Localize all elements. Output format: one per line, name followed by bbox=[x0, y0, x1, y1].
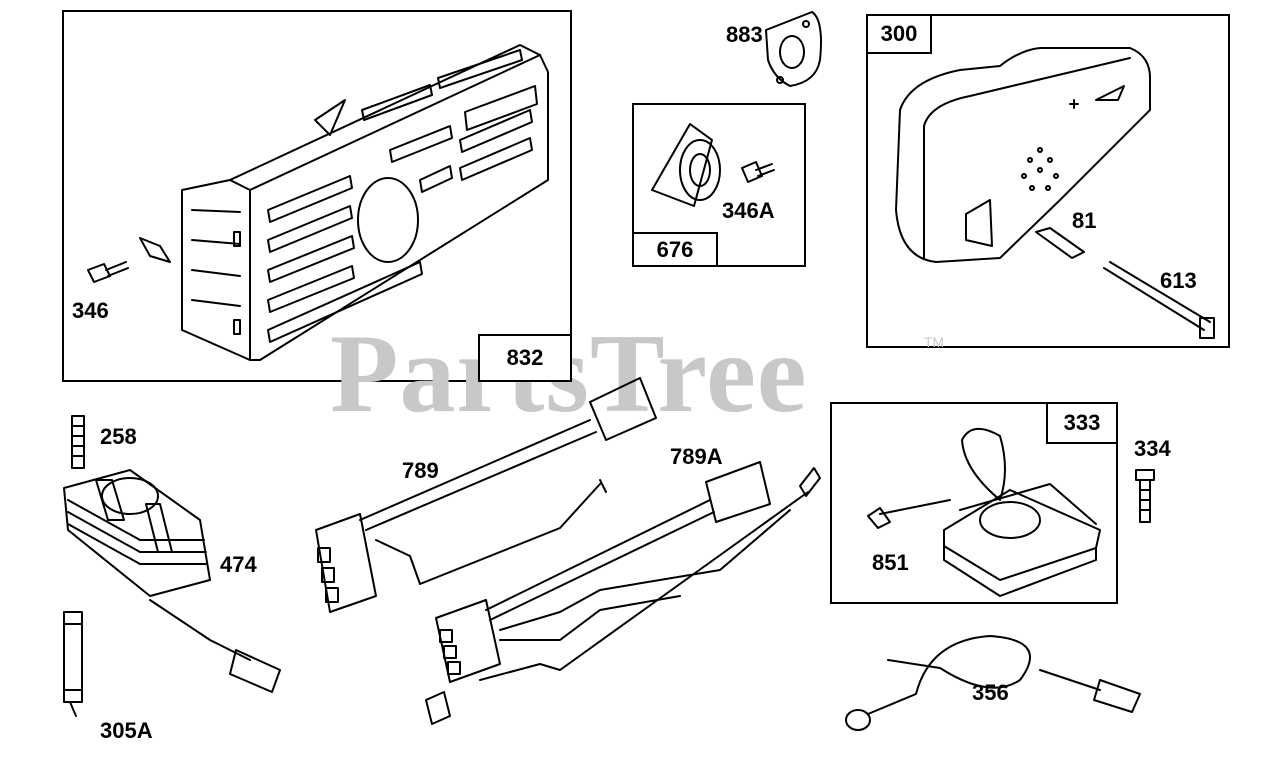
panel-300 bbox=[866, 14, 1230, 348]
ground-wire-drawing bbox=[845, 635, 1141, 731]
panel-676 bbox=[632, 103, 806, 267]
blower-housing-drawing bbox=[87, 44, 549, 361]
muffler-drawing bbox=[895, 47, 1215, 339]
box-label-832: 832 bbox=[478, 334, 572, 382]
box-label-300: 300 bbox=[866, 14, 932, 54]
part-label-346: 346 bbox=[72, 298, 109, 323]
panel-832 bbox=[62, 10, 572, 382]
box-label-676: 676 bbox=[632, 232, 718, 267]
wire-harness-789-drawing bbox=[315, 377, 657, 613]
part-label-789A: 789A bbox=[670, 444, 723, 469]
part-label-81: 81 bbox=[1072, 208, 1097, 233]
part-label-356: 356 bbox=[972, 680, 1009, 705]
ignition-module-drawing bbox=[867, 428, 1155, 597]
deflector-drawing bbox=[651, 123, 775, 207]
watermark-trademark: TM bbox=[924, 334, 945, 350]
part-label-346A: 346A bbox=[722, 198, 775, 223]
box-label-333: 333 bbox=[1046, 402, 1118, 444]
part-label-305A: 305A bbox=[100, 718, 153, 743]
part-label-258: 258 bbox=[100, 424, 137, 449]
wire-harness-789A-drawing bbox=[425, 461, 821, 725]
ignition-armature-drawing bbox=[63, 415, 281, 717]
part-label-334: 334 bbox=[1134, 436, 1171, 461]
part-label-613: 613 bbox=[1160, 268, 1197, 293]
part-label-789: 789 bbox=[402, 458, 439, 483]
gasket-drawing bbox=[765, 11, 822, 87]
part-label-851: 851 bbox=[872, 550, 909, 575]
part-label-883: 883 bbox=[726, 22, 763, 47]
part-label-474: 474 bbox=[220, 552, 257, 577]
panel-333 bbox=[830, 402, 1118, 604]
